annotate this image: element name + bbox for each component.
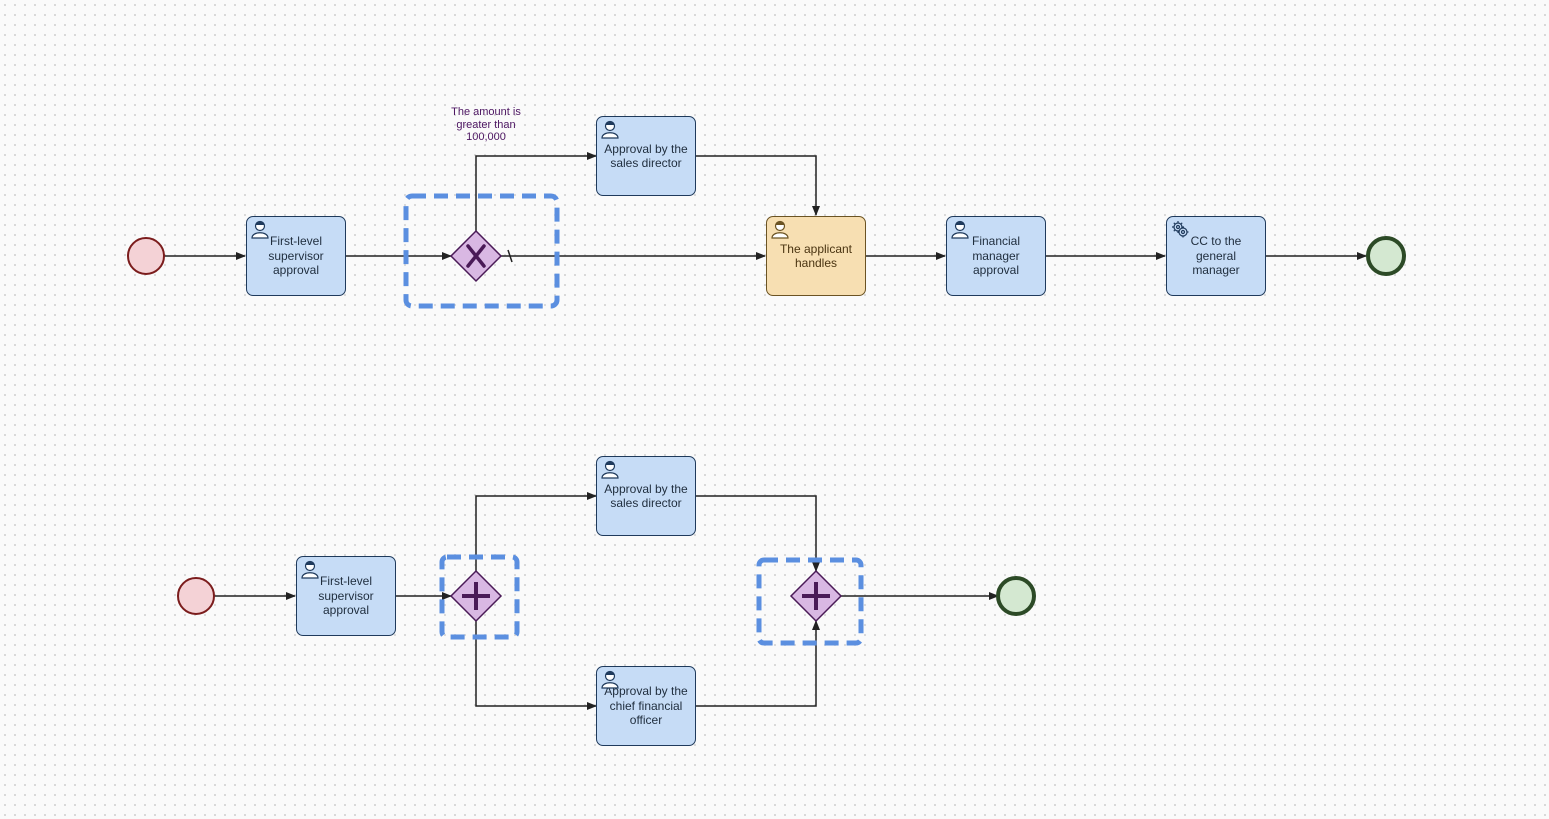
task-cc-general-manager[interactable]: CC to the general manager [1166,216,1266,296]
plus-icon [802,582,830,610]
selection-box-top-gateway [403,193,560,309]
task-label: First-level supervisor approval [318,574,374,618]
task-financial-manager-approval[interactable]: Financial manager approval [946,216,1046,296]
task-first-level-approval[interactable]: First-level supervisor approval [296,556,396,636]
end-event[interactable] [1366,236,1406,276]
plus-icon [462,582,490,610]
parallel-split-gateway[interactable] [449,569,503,623]
default-flow-marker [507,249,513,263]
condition-label: The amount is greater than 100,000 [451,106,521,143]
gear-icon [1172,221,1189,238]
task-label: Financial manager approval [971,234,1021,278]
user-icon [601,460,619,479]
task-sales-director-approval[interactable]: Approval by the sales director [596,116,696,196]
task-label: Approval by the sales director [604,141,688,171]
exclusive-gateway[interactable] [449,229,503,283]
task-label: First-level supervisor approval [268,234,324,278]
flow-sales-director-to-applicant[interactable] [696,155,820,216]
flow-gateway-to-sales-director[interactable] [475,152,597,231]
user-icon [251,220,269,239]
user-icon [601,120,619,139]
task-label: Approval by the chief financial officer [604,684,688,728]
flow-cfo-to-join[interactable] [696,620,820,707]
task-applicant-handles[interactable]: The applicant handles [766,216,866,296]
selection-box-split-gateway [439,554,520,640]
start-event[interactable] [177,577,215,615]
user-icon [301,560,319,579]
task-first-level-approval[interactable]: First-level supervisor approval [246,216,346,296]
task-cfo-approval[interactable]: Approval by the chief financial officer [596,666,696,746]
x-icon [466,244,486,268]
task-sales-director-approval[interactable]: Approval by the sales director [596,456,696,536]
flow-split-to-cfo[interactable] [475,621,597,710]
flow-sales-director-to-join[interactable] [696,495,820,572]
start-event[interactable] [127,237,165,275]
task-label: The applicant handles [779,241,853,271]
task-label: Approval by the sales director [604,481,688,511]
task-label: CC to the general manager [1190,234,1242,278]
selection-box-join-gateway [756,557,864,646]
user-icon [601,670,619,689]
user-icon [951,220,969,239]
user-icon [771,220,789,239]
parallel-join-gateway[interactable] [789,569,843,623]
end-event[interactable] [996,576,1036,616]
flow-split-to-sales-director[interactable] [475,492,597,571]
